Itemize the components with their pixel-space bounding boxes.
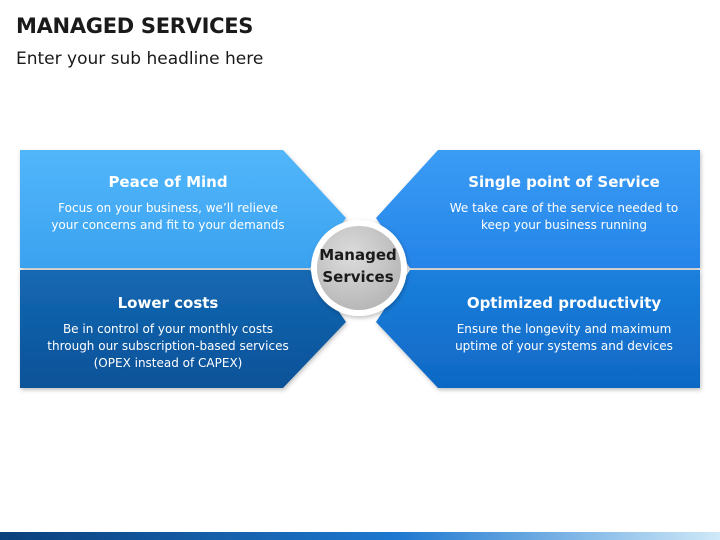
quadrant-lower-costs-title: Lower costs <box>117 294 219 312</box>
quadrant-peace-of-mind-title: Peace of Mind <box>108 173 228 191</box>
quadrant-lower-costs-shape <box>20 270 346 388</box>
quadrant-peace-of-mind-description: Focus on your business, we’ll relieve yo… <box>51 201 285 232</box>
quadrant-single-point-title: Single point of Service <box>468 173 660 191</box>
quadrant-single-point: Single point of Service We take care of … <box>424 172 704 234</box>
center-circle <box>317 226 401 310</box>
quadrant-optimized-productivity: Optimized productivity Ensure the longev… <box>424 293 704 355</box>
quadrant-peace-of-mind: Peace of Mind Focus on your business, we… <box>28 172 308 234</box>
center-label-line1: Managed <box>319 246 397 264</box>
center-label-line2: Services <box>322 268 394 286</box>
quadrant-lower-costs: Lower costs Be in control of your monthl… <box>28 293 308 372</box>
quadrant-optimized-productivity-description: Ensure the longevity and maximum uptime … <box>455 322 673 353</box>
quadrant-single-point-shape <box>376 150 700 268</box>
quadrant-optimized-productivity-shape <box>376 270 700 388</box>
bottom-accent-bar <box>0 532 720 540</box>
quadrant-peace-of-mind-shape <box>20 150 346 268</box>
center-label: Managed Services <box>313 244 403 288</box>
slide-title: MANAGED SERVICES <box>16 14 254 38</box>
quadrant-optimized-productivity-title: Optimized productivity <box>466 294 662 312</box>
slide-subtitle: Enter your sub headline here <box>16 49 264 69</box>
quadrant-single-point-description: We take care of the service needed to ke… <box>449 201 679 232</box>
quadrant-lower-costs-description: Be in control of your monthly costs thro… <box>47 322 289 370</box>
